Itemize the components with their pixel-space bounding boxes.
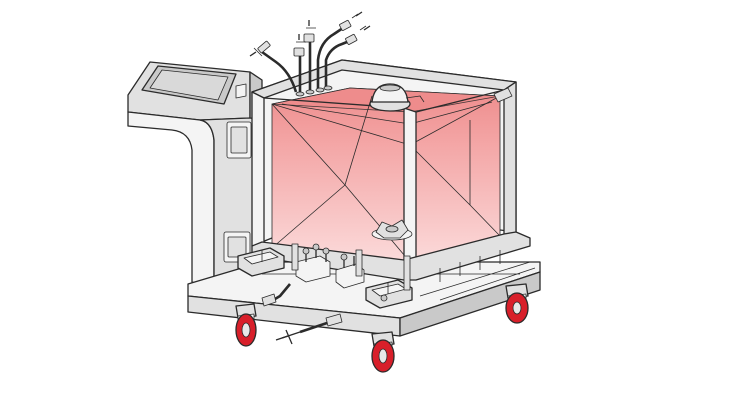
impeller xyxy=(371,219,413,241)
top-right-connector xyxy=(493,87,513,103)
tank-front-post xyxy=(403,107,417,277)
console-body xyxy=(127,111,215,291)
tank xyxy=(251,59,531,282)
console-side-vent xyxy=(235,83,247,99)
top-port-dome xyxy=(369,83,425,112)
lower-manifold xyxy=(237,243,413,309)
tank-left-post xyxy=(251,91,265,253)
support-posts xyxy=(291,243,411,291)
tank-right-wall xyxy=(503,81,517,241)
rim-ports xyxy=(295,85,333,97)
tank-bottom-slats xyxy=(439,250,501,282)
top-tubing xyxy=(249,11,371,97)
sample-line xyxy=(275,313,343,345)
tube-left xyxy=(261,50,298,93)
load-cell-right xyxy=(365,279,413,309)
tube-clamps xyxy=(253,13,367,57)
caster-wheel-back-right xyxy=(505,283,529,324)
load-cell-left xyxy=(237,247,285,277)
tube-bundle xyxy=(298,24,353,92)
drain-fitting xyxy=(261,293,277,307)
tube-fittings xyxy=(257,19,358,57)
console-access-panel-top-inner xyxy=(230,126,248,154)
console-access-panel-bottom-inner xyxy=(227,236,247,258)
platform-side xyxy=(399,271,541,337)
caster-wheel-front-left xyxy=(235,303,257,347)
caster-wheel-front-right xyxy=(371,331,395,373)
touchscreen xyxy=(149,69,229,101)
tube-ends xyxy=(249,11,371,57)
